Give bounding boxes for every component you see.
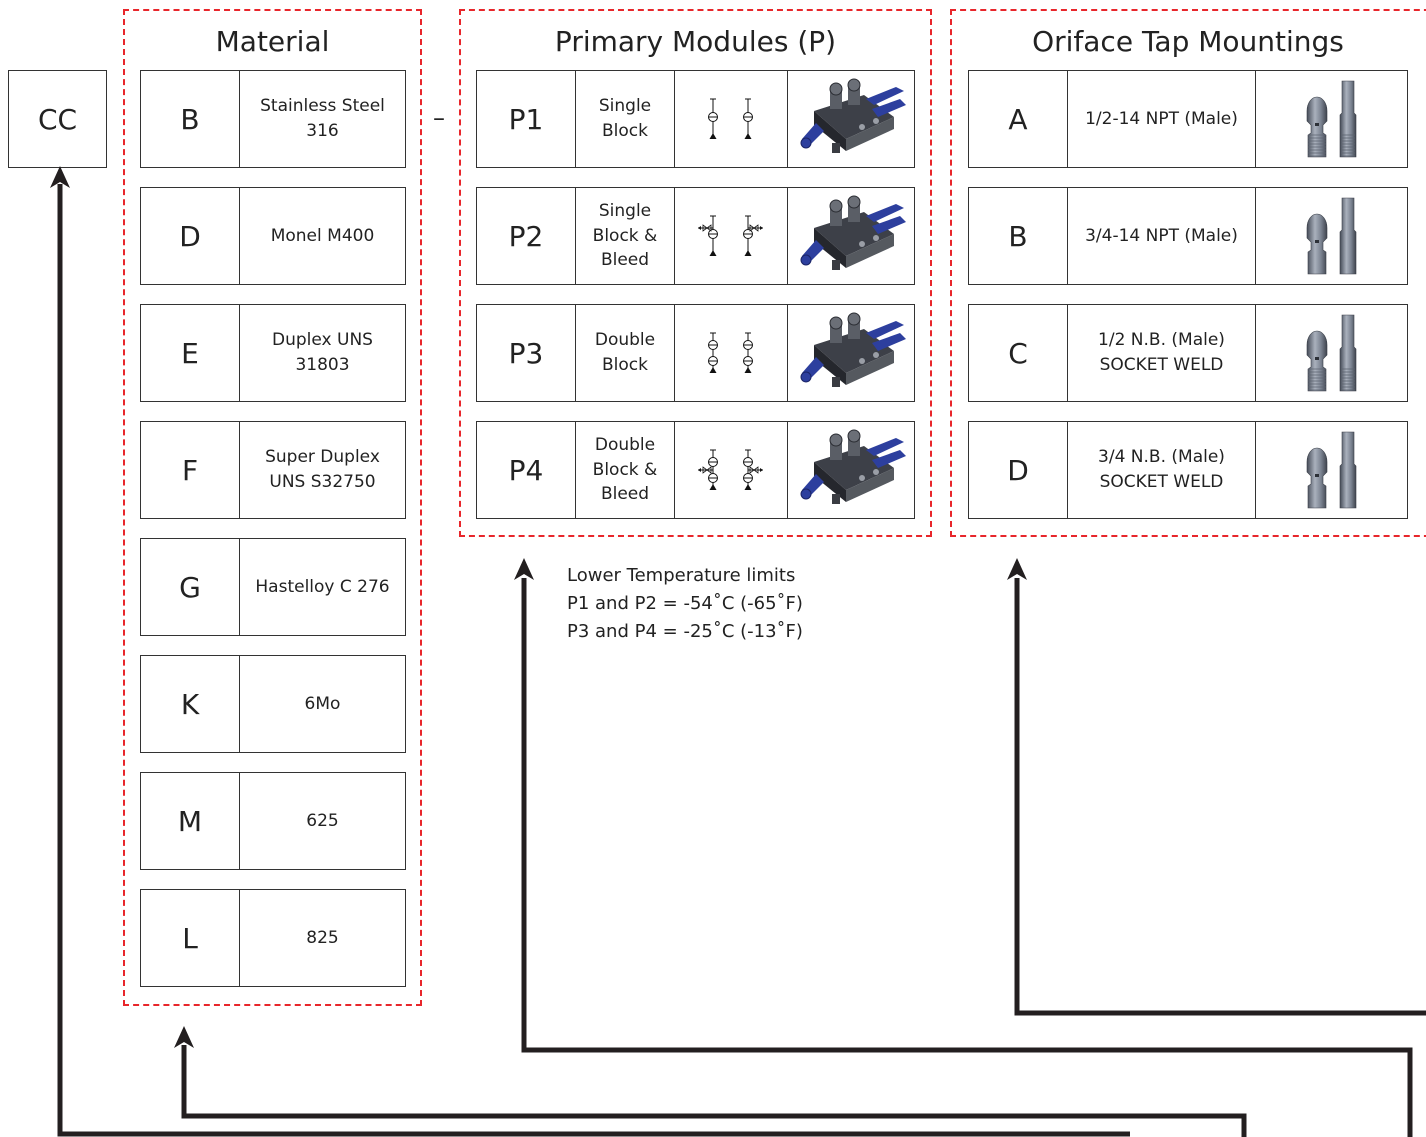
connector-line-material: [181, 1045, 1247, 1137]
orifice-tap-description: 3/4-14 NPT (Male): [1068, 188, 1256, 284]
orifice-tap-title: Oriface Tap Mountings: [1032, 25, 1344, 58]
orifice-tap-description: 1/2 N.B. (Male) SOCKET WELD: [1068, 305, 1256, 401]
primary-module-code: P3: [477, 305, 576, 401]
material-code: K: [141, 656, 240, 752]
material-row: L 825: [140, 889, 406, 987]
connector-line-orifice: [1014, 578, 1426, 1016]
material-description: Duplex UNS 31803: [272, 330, 373, 375]
material-row: G Hastelloy C 276: [140, 538, 406, 636]
material-description: Hastelloy C 276: [255, 576, 390, 597]
primary-module-code: P1: [477, 71, 576, 167]
primary-module-description: Single Block: [576, 71, 675, 167]
material-code: L: [141, 890, 240, 986]
primary-module-description: Double Block: [576, 305, 675, 401]
single-block-symbol-icon: [675, 71, 788, 167]
orifice-tap-code: A: [969, 71, 1068, 167]
material-code: B: [141, 71, 240, 167]
arrowhead-cc: [50, 166, 70, 188]
material-code: G: [141, 539, 240, 635]
material-row: D Monel M400: [140, 187, 406, 285]
material-description: 625: [306, 810, 339, 831]
valve-module-icon: [788, 422, 914, 518]
primary-module-description: Single Block & Bleed: [576, 188, 675, 284]
single-block-bleed-symbol-icon: [675, 188, 788, 284]
orifice-tap-code: D: [969, 422, 1068, 518]
orifice-tap-code: C: [969, 305, 1068, 401]
double-block-symbol-icon: [675, 305, 788, 401]
valve-module-icon: [788, 71, 914, 167]
material-row: K 6Mo: [140, 655, 406, 753]
material-row: F Super Duplex UNS S32750: [140, 421, 406, 519]
orifice-tap-description: 3/4 N.B. (Male) SOCKET WELD: [1068, 422, 1256, 518]
arrowhead-primary: [514, 558, 534, 580]
material-description: 6Mo: [304, 693, 341, 714]
material-code: D: [141, 188, 240, 284]
primary-modules-title: Primary Modules (P): [554, 25, 837, 58]
temperature-note-p3-p4: P3 and P4 = -25˚C (-13˚F): [567, 620, 803, 642]
valve-module-icon: [788, 305, 914, 401]
material-row: B Stainless Steel 316: [140, 70, 406, 168]
material-row: E Duplex UNS 31803: [140, 304, 406, 402]
material-code: M: [141, 773, 240, 869]
valve-module-icon: [788, 188, 914, 284]
temperature-note: Lower Temperature limits P1 and P2 = -54…: [567, 562, 803, 646]
material-description: Stainless Steel 316: [260, 96, 385, 141]
primary-module-code: P2: [477, 188, 576, 284]
threaded-fitting-icon: [1256, 305, 1407, 401]
separator-dash: –: [433, 104, 445, 132]
temperature-note-heading: Lower Temperature limits: [567, 565, 796, 586]
material-code: E: [141, 305, 240, 401]
threaded-fitting-icon: [1256, 71, 1407, 167]
material-code: F: [141, 422, 240, 518]
cc-code-box: CC: [8, 70, 107, 168]
orifice-tap-code: B: [969, 188, 1068, 284]
primary-module-code: P4: [477, 422, 576, 518]
material-description: Monel M400: [270, 225, 375, 246]
double-block-bleed-symbol-icon: [675, 422, 788, 518]
orifice-tap-description: 1/2-14 NPT (Male): [1068, 71, 1256, 167]
material-row: M 625: [140, 772, 406, 870]
arrowhead-material: [174, 1026, 194, 1048]
primary-module-description: Double Block & Bleed: [576, 422, 675, 518]
connector-line-primary: [521, 578, 1413, 1137]
temperature-note-p1-p2: P1 and P2 = -54˚C (-65˚F): [567, 592, 803, 614]
socket-fitting-icon: [1256, 188, 1407, 284]
material-title: Material: [215, 25, 330, 58]
material-description: Super Duplex UNS S32750: [265, 447, 380, 492]
arrowhead-orifice: [1007, 558, 1027, 580]
material-description: 825: [306, 927, 339, 948]
socket-fitting-icon: [1256, 422, 1407, 518]
